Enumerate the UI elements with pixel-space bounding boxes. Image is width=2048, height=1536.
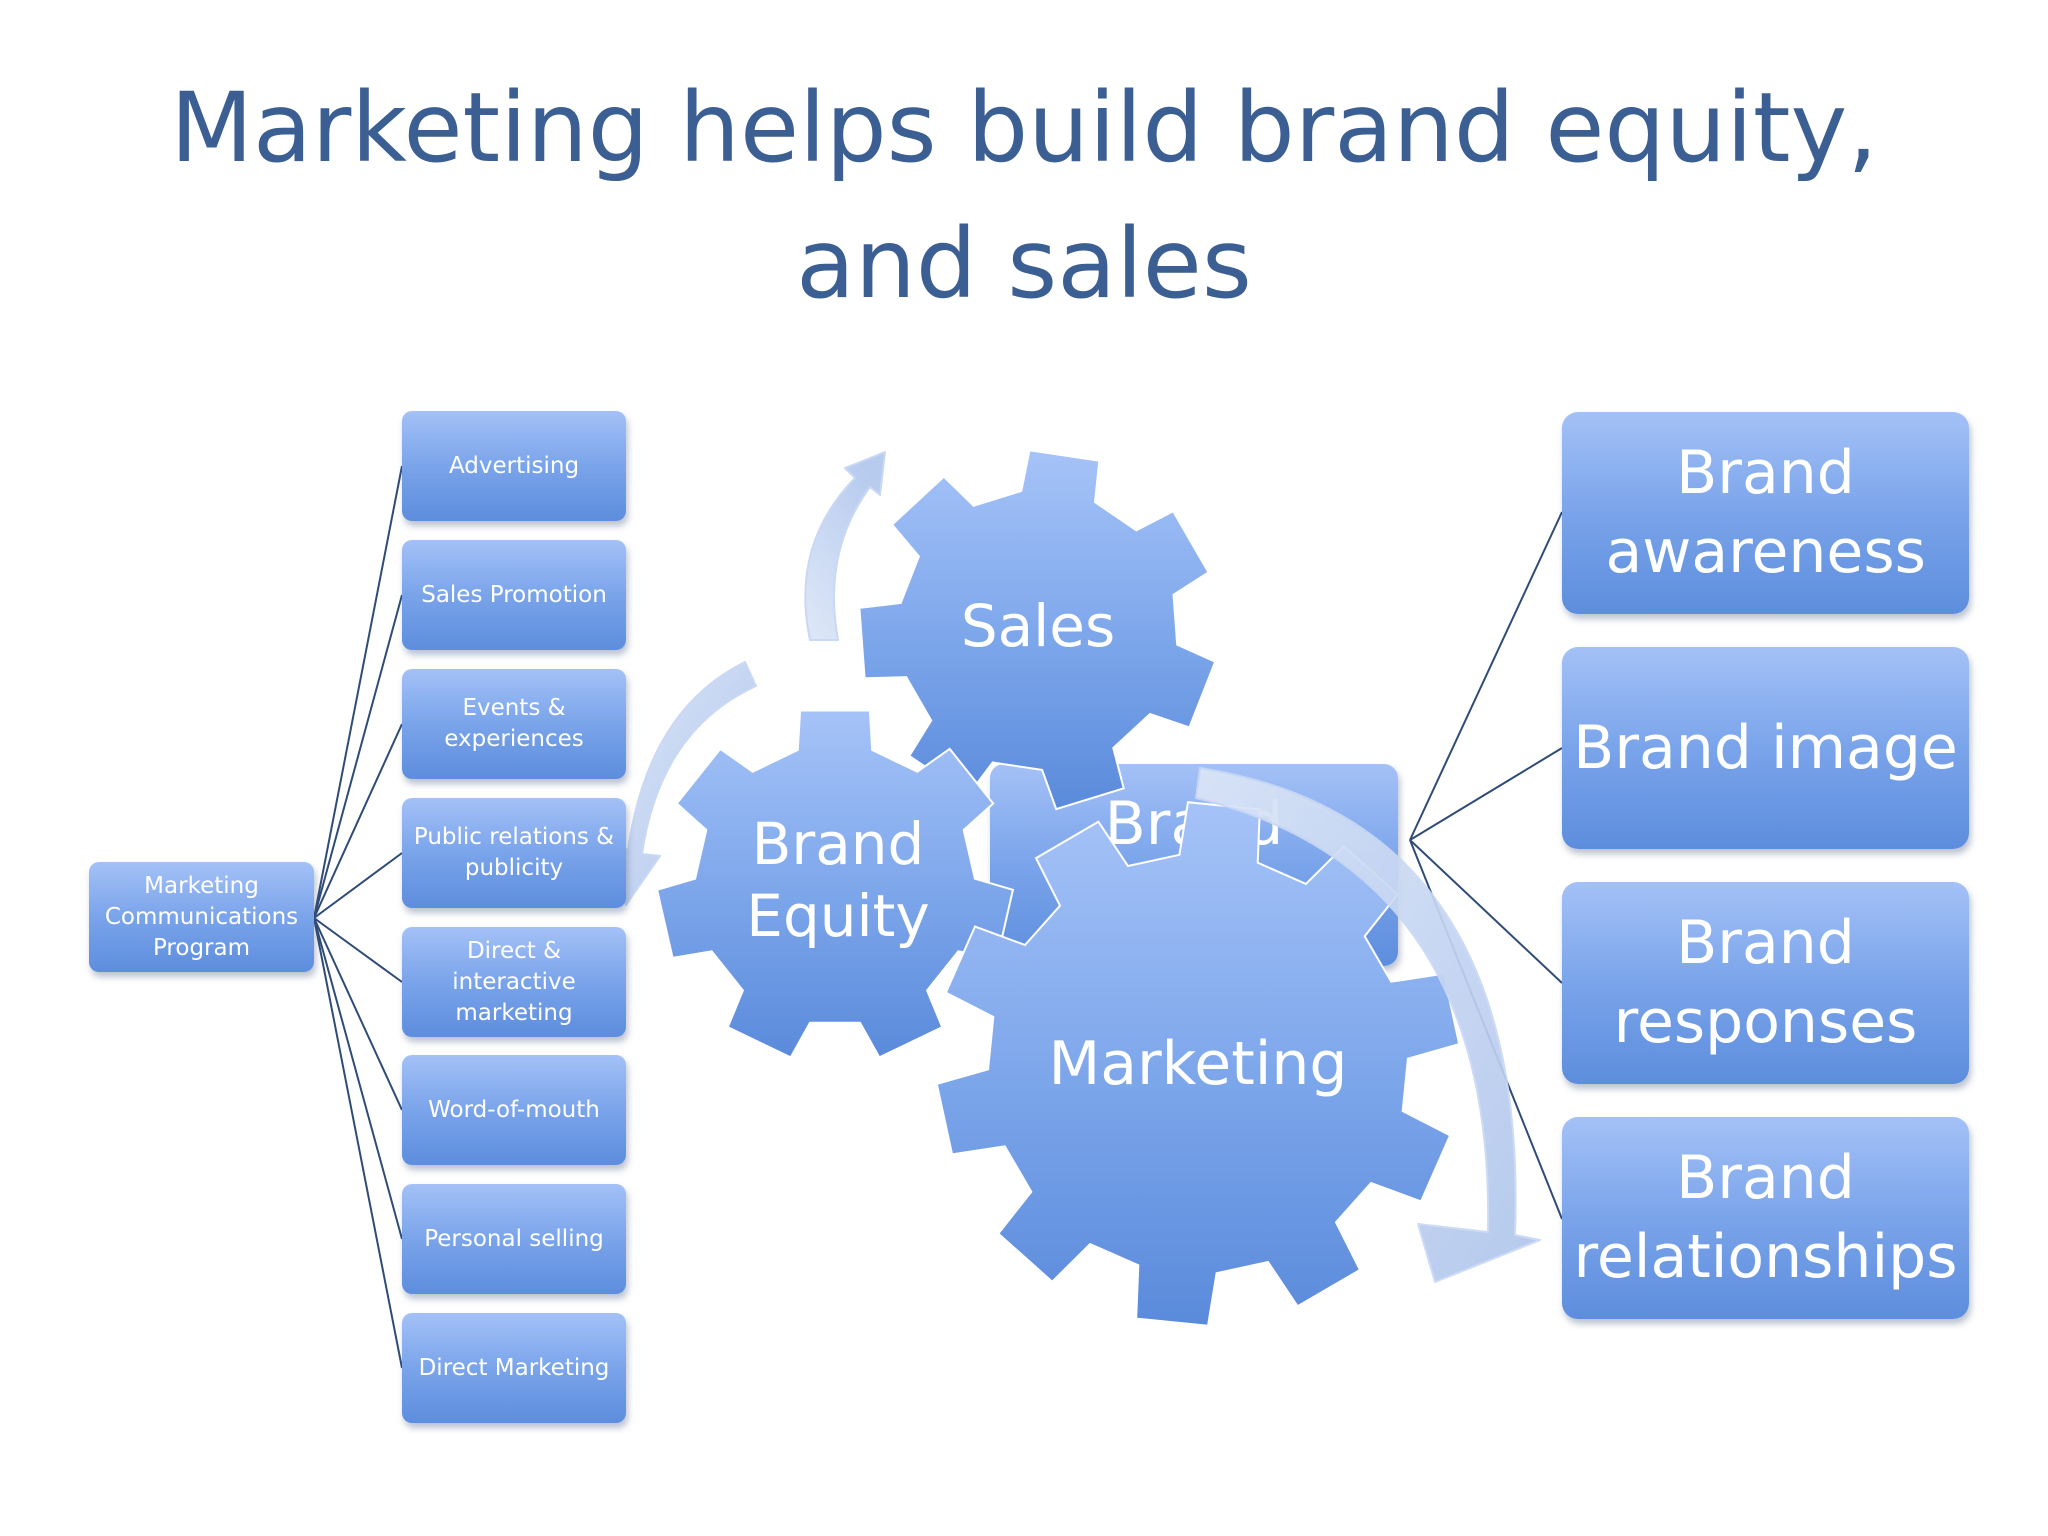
marketing-gear [935, 801, 1461, 1327]
channel-label: Advertising [448, 452, 580, 479]
connector-brand-awareness [1409, 511, 1563, 841]
marketing-gear-label: Marketing [1048, 1029, 1348, 1099]
connector-brand-image [1409, 747, 1563, 841]
connector-direct-interactive [313, 917, 403, 983]
outcome-label: Brand relationships [1573, 1143, 1958, 1292]
connector-sales-promotion [313, 594, 403, 919]
connector-events [313, 723, 403, 919]
sales-gear-label: Sales [960, 592, 1116, 660]
marketing-communications-program-box: Marketing Communications Program [89, 862, 314, 972]
channel-box-advertising: Advertising [402, 411, 626, 521]
brand-equity-gear-label: Brand Equity [746, 810, 930, 950]
cycle-arrow-right [1195, 767, 1541, 1283]
cycle-arrow-left [605, 661, 757, 906]
gear-shape [858, 449, 1217, 811]
outcome-label: Brand image [1573, 712, 1958, 783]
channel-label: Direct Marketing [418, 1354, 610, 1381]
channel-box-direct-marketing: Direct Marketing [402, 1313, 626, 1423]
outcome-box-brand-awareness: Brand awareness [1562, 412, 1969, 614]
channel-box-public-relations: Public relations & publicity [402, 798, 626, 908]
title-line-2: and sales [796, 208, 1252, 320]
outcome-box-brand-responses: Brand responses [1562, 882, 1969, 1084]
connector-direct-marketing [313, 917, 403, 1369]
connector-advertising [313, 465, 403, 919]
channel-label: Events & experiences [444, 695, 584, 752]
connector-brand-responses [1409, 839, 1563, 984]
channel-box-events-experiences: Events & experiences [402, 669, 626, 779]
gear-shape [935, 801, 1461, 1327]
channel-box-word-of-mouth: Word-of-mouth [402, 1055, 626, 1165]
connector-personal-selling [313, 917, 403, 1240]
channel-box-direct-interactive-marketing: Direct & interactive marketing [402, 927, 626, 1037]
outcome-box-brand-image: Brand image [1562, 647, 1969, 849]
slide-title: Marketing helps build brand equity, and … [0, 60, 2048, 332]
title-line-1: Marketing helps build brand equity, [170, 72, 1878, 184]
brand-equity-gear [655, 709, 1015, 1059]
channel-box-personal-selling: Personal selling [402, 1184, 626, 1294]
connector-word-of-mouth [313, 917, 403, 1111]
channel-label: Direct & interactive marketing [452, 937, 576, 1026]
channel-label: Public relations & publicity [413, 824, 615, 881]
cycle-arrow-up [804, 451, 886, 641]
channel-label: Word-of-mouth [428, 1096, 600, 1123]
outcome-label: Brand responses [1613, 908, 1918, 1057]
channel-label: Sales Promotion [421, 581, 607, 608]
connector-public-relations [313, 852, 403, 919]
left-connectors [313, 465, 403, 1369]
outcome-label: Brand awareness [1605, 438, 1926, 587]
marketing-communications-program-label: Marketing Communications Program [104, 872, 299, 961]
channel-box-sales-promotion: Sales Promotion [402, 540, 626, 650]
outcome-box-brand-relationships: Brand relationships [1562, 1117, 1969, 1319]
gear-shape [655, 709, 1015, 1059]
sales-gear [858, 449, 1217, 811]
channel-label: Personal selling [424, 1225, 604, 1252]
